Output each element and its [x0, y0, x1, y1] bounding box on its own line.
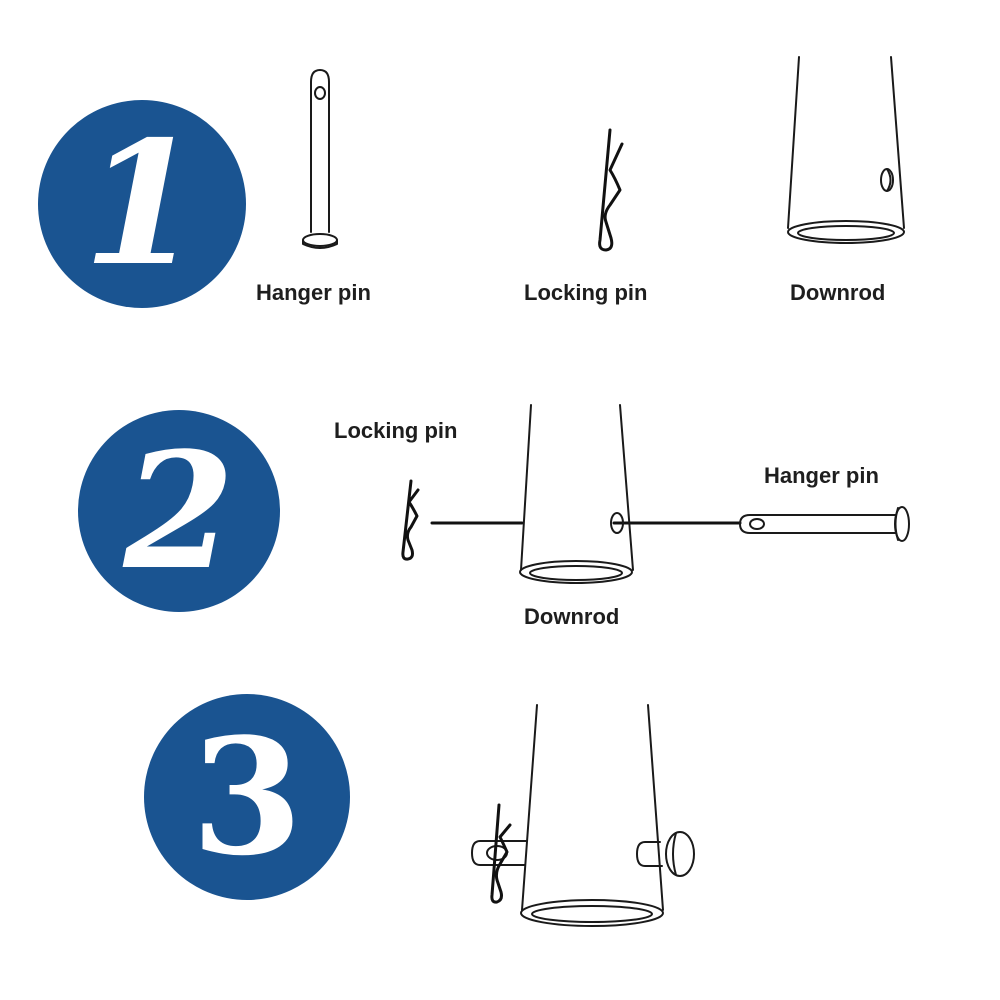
downrod-icon: [787, 56, 905, 244]
locking-pin-icon: [598, 128, 624, 252]
hanger-pin-inserted-left-icon: [471, 840, 527, 866]
label-downrod-step-2: Downrod: [524, 604, 620, 629]
hanger-pin-head-right-icon: [636, 831, 695, 877]
label-hanger-pin-step-2: Hanger pin: [764, 463, 879, 488]
step-2-badge: 2: [78, 410, 280, 612]
locking-pin-inserted-icon: [490, 803, 512, 904]
locking-pin-icon-step-2: [401, 479, 420, 561]
step-1-number: 1: [82, 104, 202, 304]
label-locking-pin-step-2: Locking pin: [334, 418, 458, 443]
label-hanger-pin: Hanger pin: [256, 280, 371, 305]
hanger-pin-icon: [302, 69, 338, 249]
label-downrod: Downrod: [790, 280, 886, 305]
step-2-number: 2: [123, 417, 235, 605]
step-3-badge: 3: [144, 694, 350, 900]
label-locking-pin: Locking pin: [524, 280, 648, 305]
assembled-downrod-icon: [520, 704, 664, 927]
step-3-number: 3: [191, 703, 303, 891]
step-1-badge: 1: [38, 100, 246, 308]
downrod-icon-step-2: [519, 404, 634, 584]
hanger-pin-icon-step-2: [739, 506, 910, 542]
